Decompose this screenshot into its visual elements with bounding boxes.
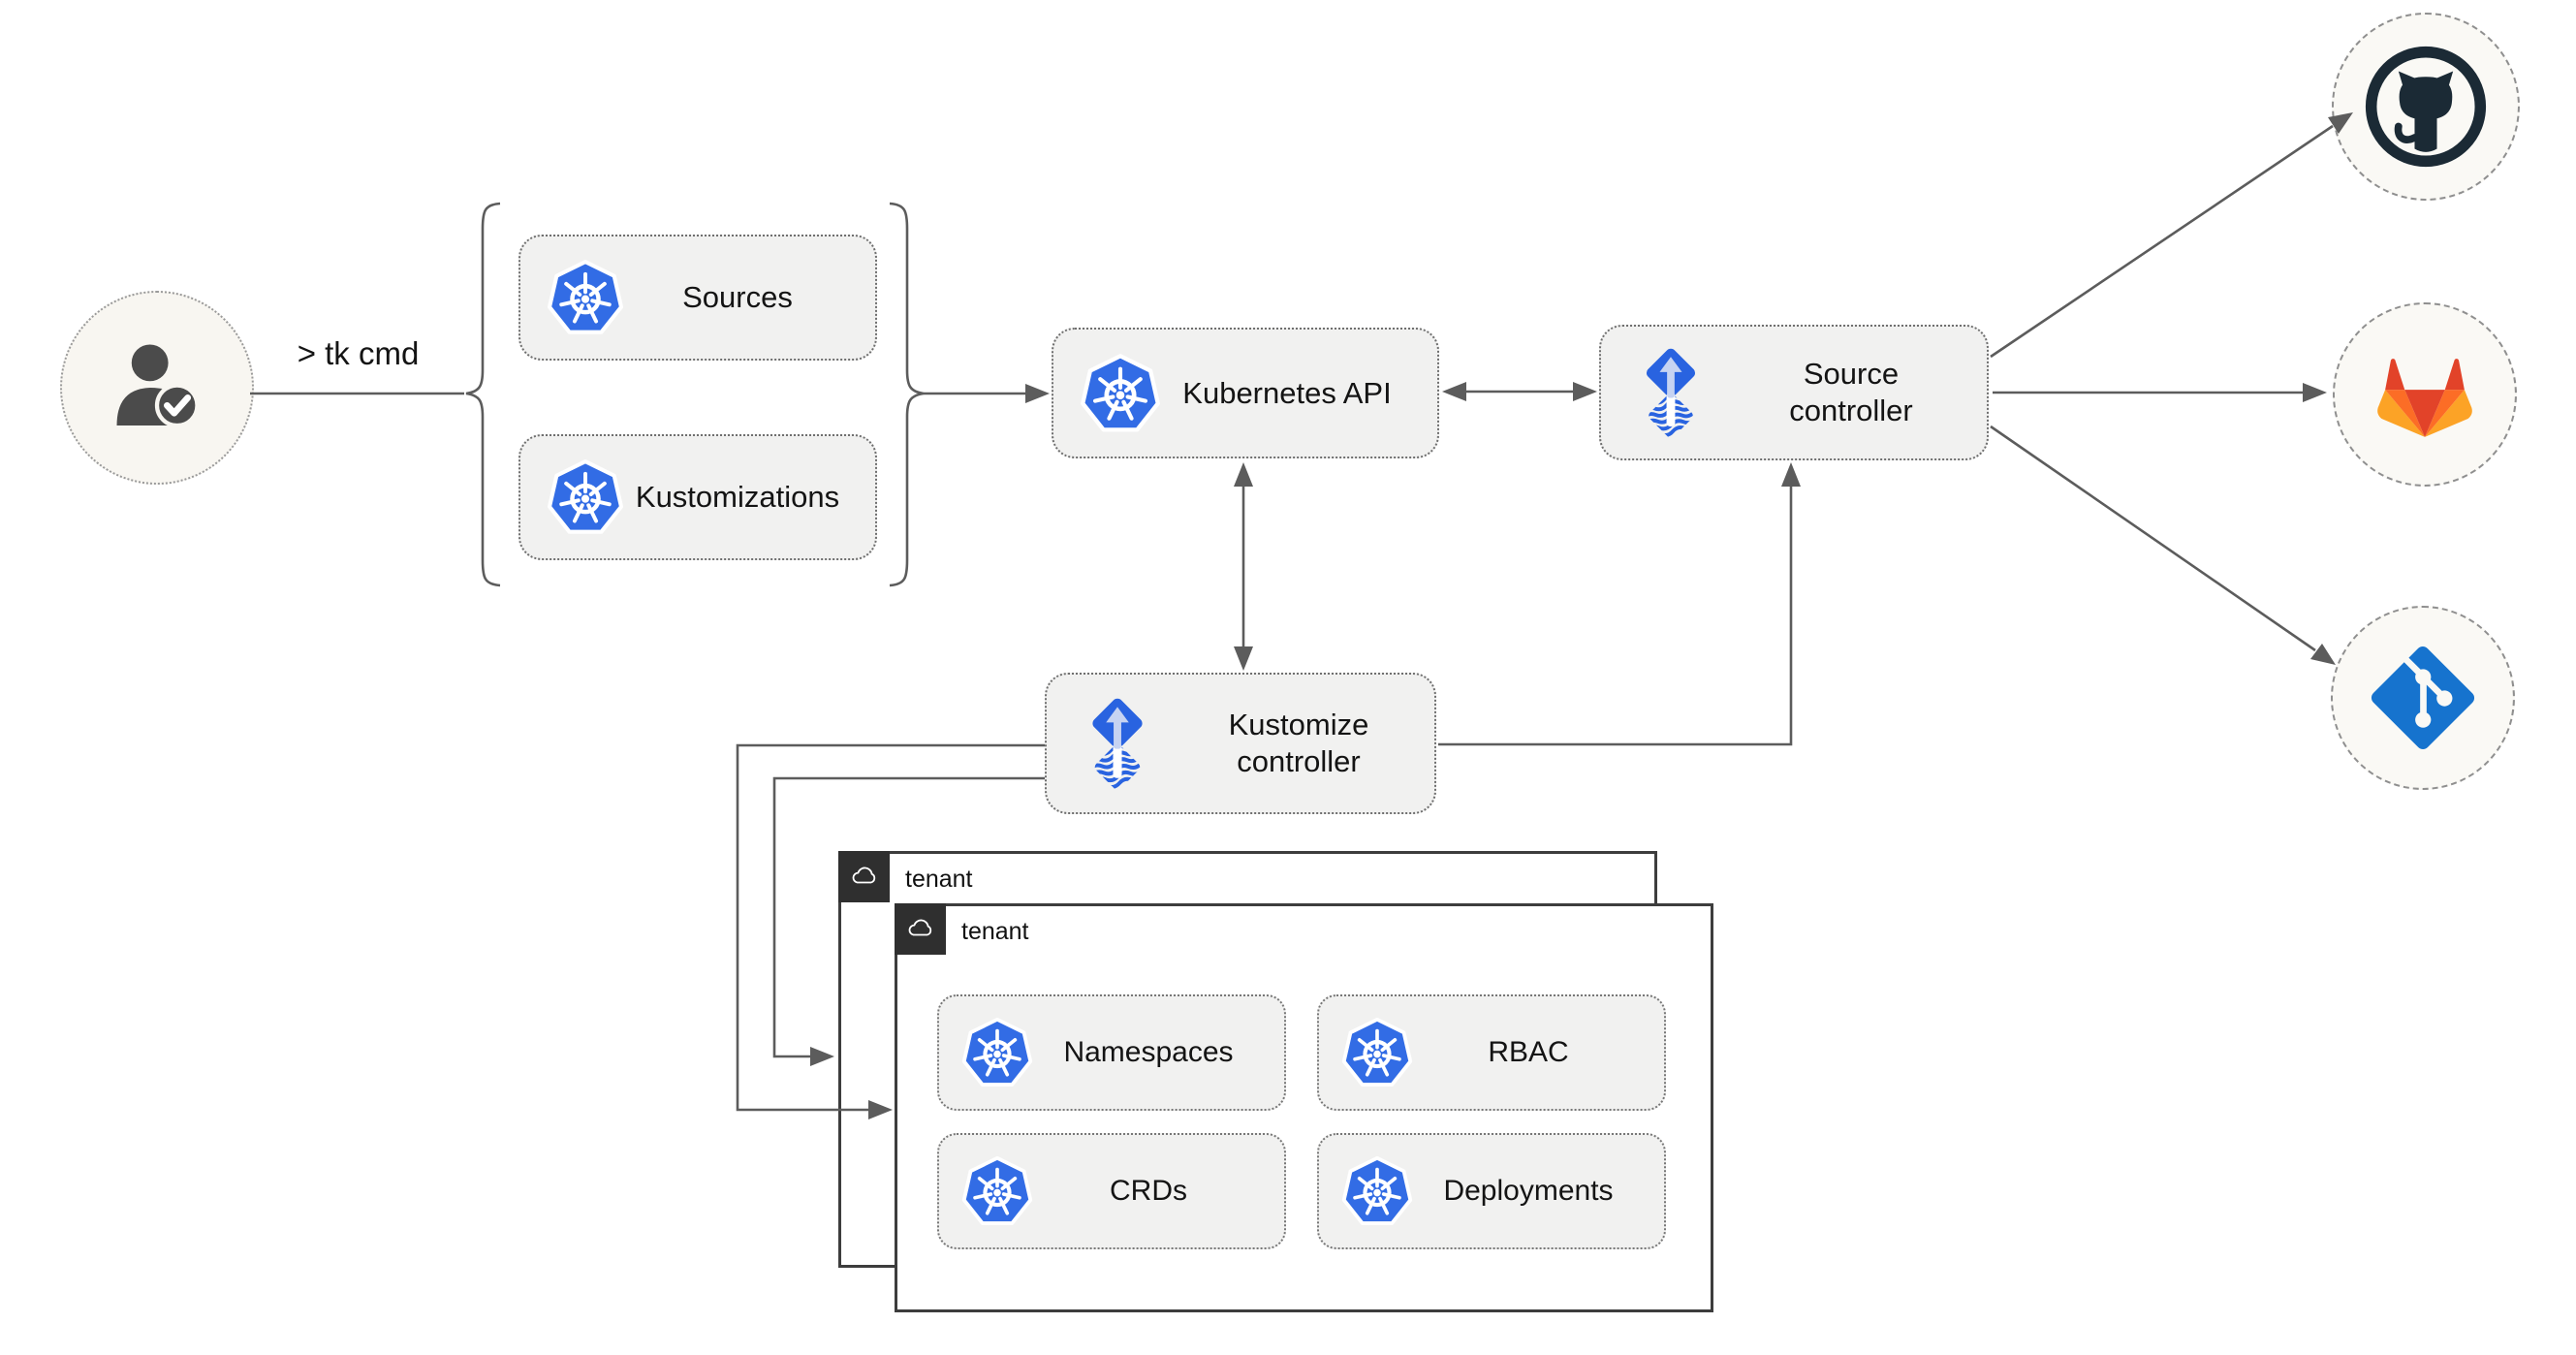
kubernetes-api-label: Kubernetes API (1182, 375, 1392, 410)
kubernetes-api-node: Kubernetes API (1052, 328, 1439, 458)
user-avatar (60, 291, 254, 485)
resource-rbac: RBAC (1317, 994, 1666, 1111)
user-check-icon (98, 329, 216, 447)
kubernetes-icon (1340, 1154, 1414, 1228)
resource-deployments: Deployments (1317, 1133, 1666, 1249)
git-node (2331, 606, 2515, 790)
resource-namespaces: Namespaces (937, 994, 1286, 1111)
sources-label: Sources (682, 280, 793, 315)
kustomizations-label: Kustomizations (635, 480, 840, 515)
cloud-icon (847, 860, 882, 895)
kubernetes-icon (960, 1154, 1034, 1228)
sources-node: Sources (518, 235, 877, 361)
tk-cmd-label: > tk cmd (297, 335, 420, 371)
edge-kustomize-source (1438, 487, 1793, 746)
github-node (2332, 13, 2520, 201)
kubernetes-icon (1079, 352, 1162, 435)
tenant-front-tab (895, 903, 946, 955)
source-controller-label: Source controller (1789, 357, 1913, 427)
edge-source-github (1990, 124, 2334, 359)
kustomizations-node: Kustomizations (518, 434, 877, 560)
edge-source-git (1990, 425, 2316, 652)
resource-crds: CRDs (937, 1133, 1286, 1249)
kubernetes-icon (960, 1016, 1034, 1089)
resource-crds-label: CRDs (1110, 1175, 1187, 1207)
kubernetes-icon (1340, 1016, 1414, 1089)
tenant-back-tab (838, 851, 890, 902)
tenant-window-front: tenant Namespaces RBAC CRDs Deployments (895, 903, 1713, 1312)
gitlab-node (2333, 302, 2517, 487)
kubernetes-icon (546, 457, 625, 537)
kubernetes-icon (546, 258, 625, 337)
tenant-front-label: tenant (961, 918, 1029, 945)
resource-namespaces-label: Namespaces (1063, 1036, 1234, 1068)
left-brace (465, 202, 501, 587)
resource-rbac-label: RBAC (1488, 1036, 1569, 1068)
github-icon (2364, 45, 2488, 169)
right-brace (889, 202, 925, 587)
kustomize-controller-node: Kustomize controller (1045, 673, 1436, 814)
cloud-icon (903, 912, 938, 947)
tenant-back-label: tenant (905, 866, 973, 893)
kustomize-controller-label: Kustomize controller (1228, 708, 1369, 778)
flux-controller-icon (1626, 348, 1715, 437)
gitlab-icon (2366, 335, 2484, 454)
resource-deployments-label: Deployments (1443, 1175, 1614, 1207)
flux-controller-icon (1072, 698, 1163, 789)
git-icon (2369, 644, 2477, 752)
source-controller-node: Source controller (1599, 325, 1989, 460)
